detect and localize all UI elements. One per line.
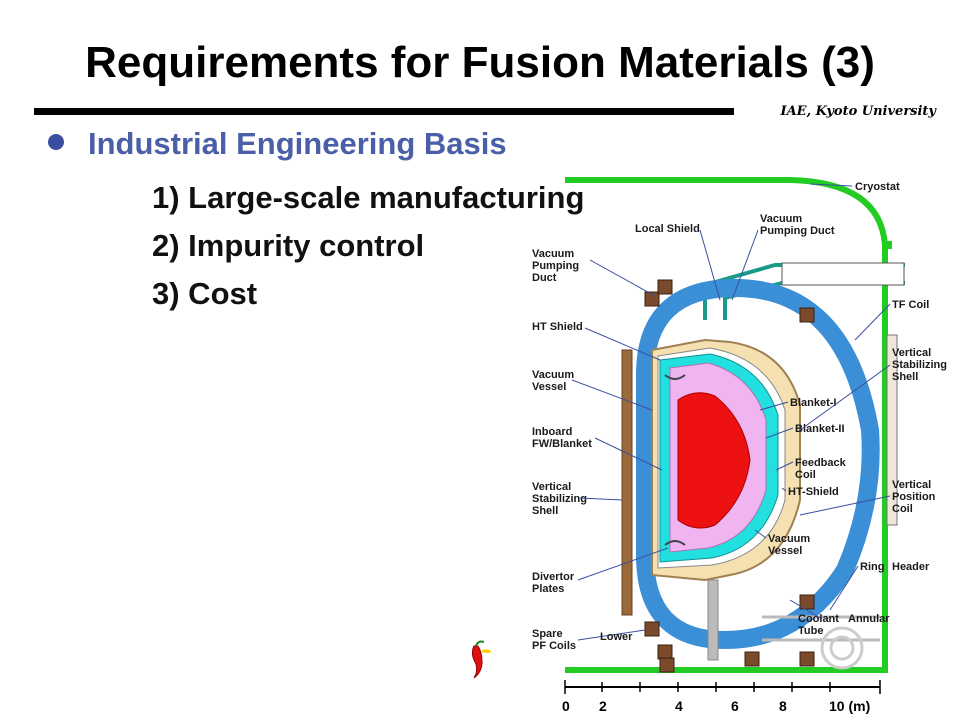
svg-text:Local Shield: Local Shield bbox=[635, 223, 700, 235]
requirement-item-1: 1) Large-scale manufacturing bbox=[152, 180, 585, 215]
cryostat-outline bbox=[565, 177, 888, 673]
slide-title: Requirements for Fusion Materials (3) bbox=[85, 38, 875, 87]
bullet-icon bbox=[48, 134, 64, 150]
affiliation-label: IAE, Kyoto University bbox=[780, 104, 937, 119]
svg-text:HT-Shield: HT-Shield bbox=[788, 486, 839, 498]
svg-text:Blanket-I: Blanket-I bbox=[790, 397, 836, 409]
requirement-item-2: 2) Impurity control bbox=[152, 228, 425, 263]
tf-coil bbox=[636, 278, 880, 650]
svg-text:Cryostat: Cryostat bbox=[855, 181, 900, 193]
scale-tick-8: 8 bbox=[779, 698, 787, 714]
svg-text:Blanket-II: Blanket-II bbox=[795, 423, 845, 435]
svg-text:Header: Header bbox=[892, 561, 930, 573]
pepper-icon bbox=[471, 640, 492, 679]
svg-text:TF Coil: TF Coil bbox=[892, 299, 929, 311]
svg-text:HT Shield: HT Shield bbox=[532, 321, 583, 333]
requirement-item-3: 3) Cost bbox=[152, 276, 258, 311]
scale-tick-2: 2 bbox=[599, 698, 607, 714]
scale-bar: 0 2 4 6 8 10 (m) bbox=[562, 680, 881, 714]
scale-tick-10: 10 (m) bbox=[829, 698, 870, 714]
title-divider bbox=[34, 108, 734, 115]
outboard-shell bbox=[886, 334, 898, 526]
scale-tick-6: 6 bbox=[731, 698, 739, 714]
svg-text:Lower: Lower bbox=[600, 631, 633, 643]
inboard-column bbox=[621, 349, 633, 616]
scale-tick-4: 4 bbox=[675, 698, 683, 714]
plasma bbox=[677, 392, 751, 529]
pf-coils bbox=[644, 279, 815, 673]
svg-text:Ring: Ring bbox=[860, 561, 884, 573]
section-heading: Industrial Engineering Basis bbox=[88, 126, 507, 161]
scale-tick-0: 0 bbox=[562, 698, 570, 714]
svg-text:Annular: Annular bbox=[848, 613, 890, 625]
